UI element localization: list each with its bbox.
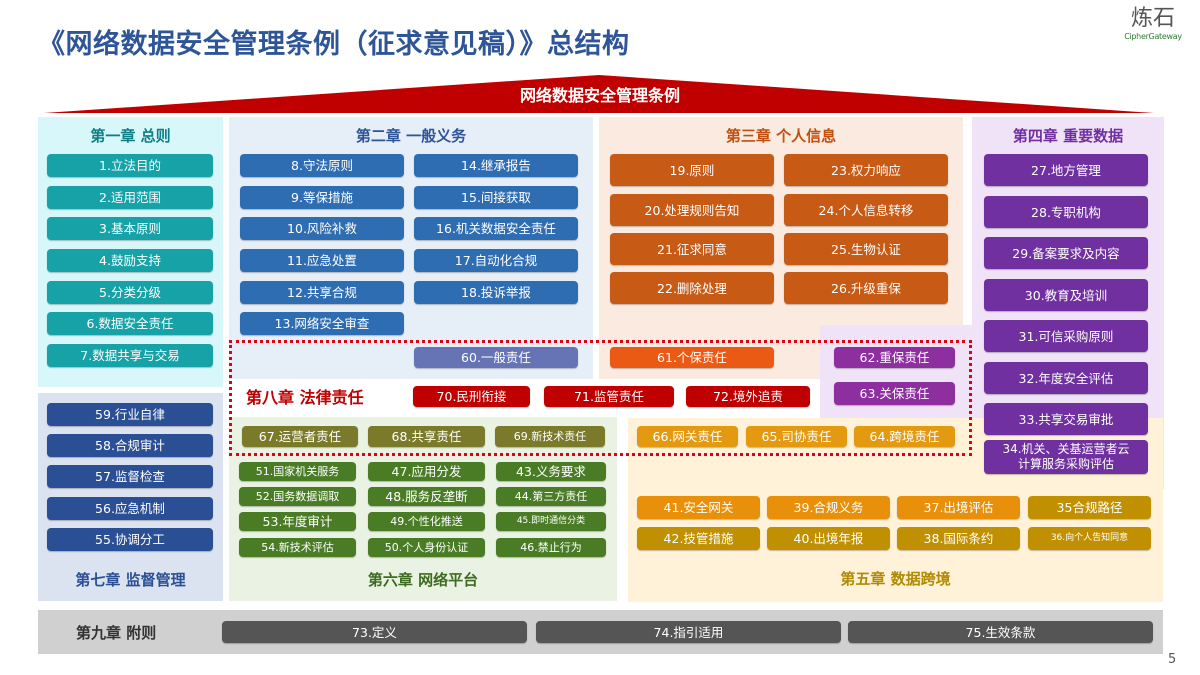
article-60[interactable]: 60.一般责任 bbox=[414, 347, 578, 368]
article-46[interactable]: 46.禁止行为 bbox=[496, 538, 606, 557]
article-29[interactable]: 29.备案要求及内容 bbox=[984, 237, 1148, 269]
article-30[interactable]: 30.教育及培训 bbox=[984, 279, 1148, 311]
article-41[interactable]: 41.安全网关 bbox=[637, 496, 760, 519]
company-logo: 炼石 CipherGateway bbox=[1118, 6, 1188, 42]
article-64[interactable]: 64.跨境责任 bbox=[854, 426, 955, 447]
chapter-8-title: 第八章 法律责任 bbox=[246, 388, 364, 407]
article-48[interactable]: 48.服务反垄断 bbox=[368, 487, 485, 506]
article-61[interactable]: 61.个保责任 bbox=[610, 347, 774, 368]
article-18[interactable]: 18.投诉举报 bbox=[414, 281, 578, 304]
chapter-6-title: 第六章 网络平台 bbox=[367, 571, 479, 589]
article-7[interactable]: 7.数据共享与交易 bbox=[47, 344, 213, 367]
article-1[interactable]: 1.立法目的 bbox=[47, 154, 213, 177]
article-32[interactable]: 32.年度安全评估 bbox=[984, 362, 1148, 394]
article-47[interactable]: 47.应用分发 bbox=[368, 462, 485, 481]
article-27[interactable]: 27.地方管理 bbox=[984, 154, 1148, 186]
logo-subtext: CipherGateway bbox=[1124, 32, 1182, 41]
article-34[interactable]: 34.机关、关基运营者云计算服务采购评估 bbox=[984, 440, 1148, 474]
article-45[interactable]: 45.即时通信分类 bbox=[496, 512, 606, 531]
article-38[interactable]: 38.国际条约 bbox=[897, 527, 1020, 550]
article-40[interactable]: 40.出境年报 bbox=[767, 527, 890, 550]
chapter-9-title: 第九章 附则 bbox=[76, 624, 157, 642]
article-17[interactable]: 17.自动化合规 bbox=[414, 249, 578, 272]
chapter-3-title: 第三章 个人信息 bbox=[725, 127, 837, 145]
article-57[interactable]: 57.监督检查 bbox=[47, 465, 213, 488]
article-69[interactable]: 69.新技术责任 bbox=[495, 426, 605, 447]
chapter-6-panel: 第六章 网络平台 bbox=[229, 417, 617, 601]
chapter-4-extension bbox=[820, 325, 972, 420]
article-12[interactable]: 12.共享合规 bbox=[240, 281, 404, 304]
article-19[interactable]: 19.原则 bbox=[610, 154, 774, 186]
article-9[interactable]: 9.等保措施 bbox=[240, 186, 404, 209]
article-8[interactable]: 8.守法原则 bbox=[240, 154, 404, 177]
article-10[interactable]: 10.风险补救 bbox=[240, 217, 404, 240]
article-33[interactable]: 33.共享交易审批 bbox=[984, 403, 1148, 435]
article-28[interactable]: 28.专职机构 bbox=[984, 196, 1148, 228]
article-4[interactable]: 4.鼓励支持 bbox=[47, 249, 213, 272]
article-44[interactable]: 44.第三方责任 bbox=[496, 487, 606, 506]
page-title: 《网络数据安全管理条例（征求意见稿）》总结构 bbox=[38, 29, 630, 60]
article-63[interactable]: 63.关保责任 bbox=[834, 382, 955, 405]
article-54[interactable]: 54.新技术评估 bbox=[239, 538, 356, 557]
article-23[interactable]: 23.权力响应 bbox=[784, 154, 948, 186]
article-66[interactable]: 66.网关责任 bbox=[637, 426, 738, 447]
article-74[interactable]: 74.指引适用 bbox=[536, 621, 841, 643]
chapter-1-title: 第一章 总则 bbox=[90, 127, 171, 145]
article-35[interactable]: 35合规路径 bbox=[1028, 496, 1151, 519]
article-55[interactable]: 55.协调分工 bbox=[47, 528, 213, 551]
article-6[interactable]: 6.数据安全责任 bbox=[47, 312, 213, 335]
article-3[interactable]: 3.基本原则 bbox=[47, 217, 213, 240]
article-67[interactable]: 67.运营者责任 bbox=[242, 426, 358, 447]
article-24[interactable]: 24.个人信息转移 bbox=[784, 194, 948, 226]
article-56[interactable]: 56.应急机制 bbox=[47, 497, 213, 520]
article-25[interactable]: 25.生物认证 bbox=[784, 233, 948, 265]
article-50[interactable]: 50.个人身份认证 bbox=[368, 538, 485, 557]
article-58[interactable]: 58.合规审计 bbox=[47, 434, 213, 457]
article-52[interactable]: 52.国务数据调取 bbox=[239, 487, 356, 506]
page-number: 5 bbox=[1168, 652, 1177, 667]
article-31[interactable]: 31.可信采购原则 bbox=[984, 320, 1148, 352]
article-65[interactable]: 65.司协责任 bbox=[746, 426, 847, 447]
article-72[interactable]: 72.境外追责 bbox=[686, 386, 810, 407]
article-11[interactable]: 11.应急处置 bbox=[240, 249, 404, 272]
article-2[interactable]: 2.适用范围 bbox=[47, 186, 213, 209]
roof-label: 网络数据安全管理条例 bbox=[519, 86, 680, 105]
article-36[interactable]: 36.向个人告知同意 bbox=[1028, 527, 1151, 550]
article-62[interactable]: 62.重保责任 bbox=[834, 347, 955, 368]
article-39[interactable]: 39.合规义务 bbox=[767, 496, 890, 519]
article-51[interactable]: 51.国家机关服务 bbox=[239, 462, 356, 481]
article-70[interactable]: 70.民刑衔接 bbox=[413, 386, 530, 407]
article-73[interactable]: 73.定义 bbox=[222, 621, 527, 643]
article-49[interactable]: 49.个性化推送 bbox=[368, 512, 485, 531]
chapter-5-title: 第五章 数据跨境 bbox=[840, 570, 951, 588]
article-42[interactable]: 42.技管措施 bbox=[637, 527, 760, 550]
article-26[interactable]: 26.升级重保 bbox=[784, 272, 948, 304]
article-16[interactable]: 16.机关数据安全责任 bbox=[414, 217, 578, 240]
article-71[interactable]: 71.监管责任 bbox=[544, 386, 674, 407]
article-5[interactable]: 5.分类分级 bbox=[47, 281, 213, 304]
chapter-7-title: 第七章 监督管理 bbox=[75, 571, 186, 589]
chapter-4-title: 第四章 重要数据 bbox=[1012, 127, 1124, 145]
article-13[interactable]: 13.网络安全审查 bbox=[240, 312, 404, 335]
article-59[interactable]: 59.行业自律 bbox=[47, 403, 213, 426]
article-22[interactable]: 22.删除处理 bbox=[610, 272, 774, 304]
logo-text: 炼石 bbox=[1130, 6, 1175, 31]
article-20[interactable]: 20.处理规则告知 bbox=[610, 194, 774, 226]
article-21[interactable]: 21.征求同意 bbox=[610, 233, 774, 265]
article-14[interactable]: 14.继承报告 bbox=[414, 154, 578, 177]
article-68[interactable]: 68.共享责任 bbox=[368, 426, 485, 447]
roof-triangle-icon bbox=[44, 75, 1154, 113]
article-75[interactable]: 75.生效条款 bbox=[848, 621, 1153, 643]
article-53[interactable]: 53.年度审计 bbox=[239, 512, 356, 531]
article-43[interactable]: 43.义务要求 bbox=[496, 462, 606, 481]
roof-banner bbox=[44, 75, 1154, 113]
article-37[interactable]: 37.出境评估 bbox=[897, 496, 1020, 519]
chapter-2-title: 第二章 一般义务 bbox=[355, 127, 467, 145]
article-15[interactable]: 15.间接获取 bbox=[414, 186, 578, 209]
